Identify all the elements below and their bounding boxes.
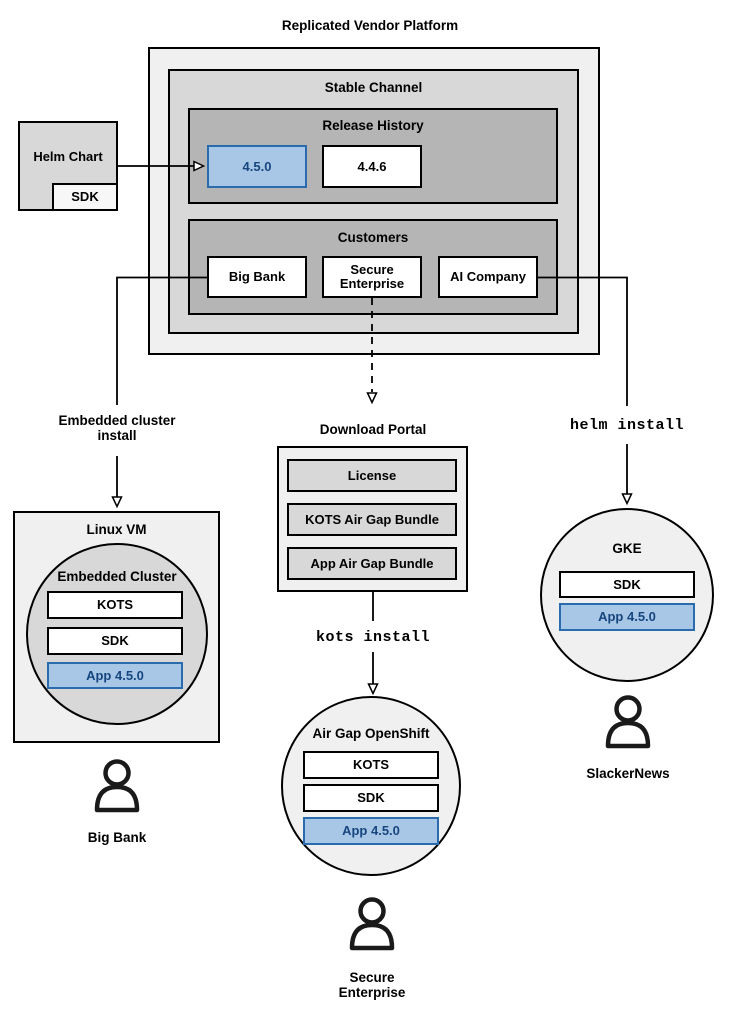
ai-company-arrowhead: [621, 493, 633, 506]
gke-app-box: App 4.5.0: [559, 603, 695, 631]
big-bank-user-icon: [94, 759, 140, 813]
customer-ai-company: AI Company: [438, 256, 538, 298]
kots-install-label: kots install: [315, 629, 431, 646]
secure-enterprise-user-label: Secure Enterprise: [338, 970, 406, 1000]
portal-arrowhead: [367, 683, 379, 696]
embedded-cluster-label: Embedded Cluster: [57, 569, 177, 584]
customer-big-bank: Big Bank: [207, 256, 307, 298]
release-box-4-4-6: 4.4.6: [322, 145, 422, 188]
portal-kots-bundle-box: KOTS Air Gap Bundle: [287, 503, 457, 536]
portal-app-bundle-box: App Air Gap Bundle: [287, 547, 457, 580]
customers-label: Customers: [337, 230, 409, 245]
embedded-cluster-kots-box: KOTS: [47, 591, 183, 619]
big-bank-user-label: Big Bank: [87, 830, 147, 845]
secure-enterprise-user-icon: [349, 897, 395, 951]
helm-install-label: helm install: [569, 417, 685, 434]
slackernews-user-label: SlackerNews: [586, 766, 670, 781]
release-history-label: Release History: [322, 118, 424, 133]
air-gap-openshift-label: Air Gap OpenShift: [312, 726, 430, 741]
embedded-cluster-app-box: App 4.5.0: [47, 662, 183, 689]
air-gap-kots-box: KOTS: [303, 751, 439, 779]
portal-license-box: License: [287, 459, 457, 492]
download-portal-label: Download Portal: [319, 422, 427, 437]
gke-label: GKE: [612, 541, 642, 556]
customer-secure-enterprise: Secure Enterprise: [322, 256, 422, 298]
stable-channel-label: Stable Channel: [324, 80, 423, 95]
linux-vm-label: Linux VM: [86, 522, 147, 537]
embedded-cluster-install-label: Embedded cluster install: [58, 413, 176, 443]
big-bank-arrowhead: [111, 496, 123, 509]
release-box-4-5-0: 4.5.0: [207, 145, 307, 188]
air-gap-sdk-box: SDK: [303, 784, 439, 812]
air-gap-app-box: App 4.5.0: [303, 817, 439, 845]
helm-chart-sdk-box: SDK: [52, 183, 118, 211]
slackernews-user-icon: [605, 695, 651, 749]
gke-sdk-box: SDK: [559, 571, 695, 598]
diagram-title: Replicated Vendor Platform: [281, 18, 459, 33]
secure-enterprise-arrowhead: [366, 392, 378, 405]
embedded-cluster-sdk-box: SDK: [47, 627, 183, 655]
